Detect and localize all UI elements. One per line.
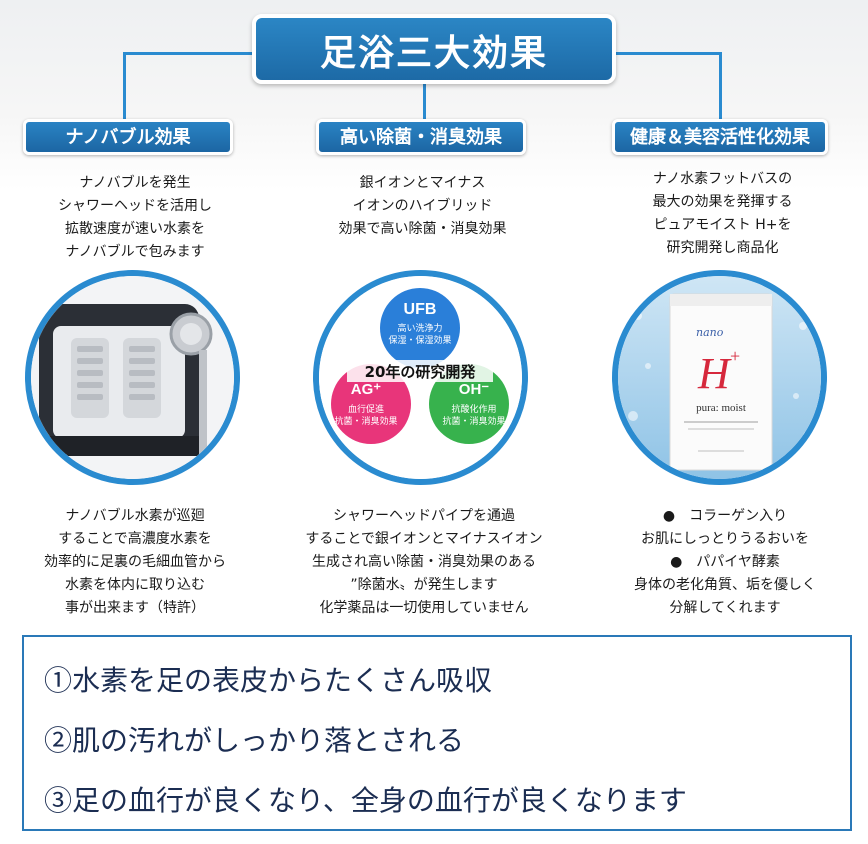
desc-top-health-beauty: ナノ水素フットバスの 最大の効果を発揮する ピュアモイスト H+を 研究開発し商… [652, 171, 793, 256]
page-title: 足浴三大効果 [252, 14, 616, 84]
desc-top-sterilization: 銀イオンとマイナス イオンのハイブリッド 効果で高い除菌・消臭効果 [338, 175, 507, 237]
summary-box: ①水素を足の表皮からたくさん吸収 ②肌の汚れがしっかり落とされる ③足の血行が良… [22, 635, 852, 831]
ufb-title: UFB [404, 301, 437, 318]
ag-title: AG⁺ [351, 381, 382, 398]
desc-bottom-health-beauty: ● コラーゲン入り お肌にしっとりうるおいを ● パパイヤ酵素 身体の老化角質、… [634, 508, 816, 616]
ag-circle [331, 364, 411, 444]
desc-bottom-nanobubble: ナノバブル水素が巡廻 することで高濃度水素を 効率的に足裏の毛細血管から 水素を… [44, 508, 226, 616]
product-brand: nano [696, 326, 724, 339]
oh-title: OH⁻ [459, 381, 490, 398]
connector-right-horizontal [614, 52, 722, 55]
connector-right-vertical [719, 52, 722, 120]
product-pouch-image: nano H + pura: moist [612, 270, 827, 485]
summary-item-2: ②肌の汚れがしっかり落とされる [44, 724, 465, 757]
product-mark-sup: + [730, 346, 740, 366]
diagram-center-label: 20年の研究開発 [365, 363, 477, 381]
oh-line1: 抗酸化作用 [451, 403, 496, 415]
summary-item-1: ①水素を足の表皮からたくさん吸収 [44, 664, 493, 697]
tag-nanobubble: ナノバブル効果 [23, 119, 233, 155]
ufb-line2: 保湿・保湿効果 [388, 334, 451, 346]
connector-center-vertical [423, 84, 426, 120]
ag-line2: 抗菌・消臭効果 [334, 415, 397, 427]
ufb-circle [380, 288, 460, 368]
oh-line2: 抗菌・消臭効果 [442, 415, 505, 427]
ufb-line1: 高い洗浄力 [397, 322, 442, 334]
desc-top-nanobubble: ナノバブルを発生 シャワーヘッドを活用し 拡散速度が速い水素を ナノバブルで包み… [58, 175, 212, 260]
oh-circle [429, 364, 509, 444]
footbath-device-image [25, 270, 240, 485]
product-name: pura: moist [696, 402, 746, 414]
ag-line1: 血行促進 [348, 403, 384, 415]
tag-sterilization: 高い除菌・消臭効果 [316, 119, 526, 155]
product-mark: H [697, 349, 732, 398]
tag-health-beauty: 健康＆美容活性化効果 [612, 119, 828, 155]
connector-left-horizontal [123, 52, 255, 55]
summary-item-3: ③足の血行が良くなり、全身の血行が良くなります [44, 784, 687, 817]
connector-left-vertical [123, 52, 126, 120]
research-venn-diagram: UFB 高い洗浄力 保湿・保湿効果 AG⁺ 血行促進 抗菌・消臭効果 OH⁻ 抗… [313, 270, 528, 485]
desc-bottom-sterilization: シャワーヘッドパイプを通過 することで銀イオンとマイナスイオン 生成され高い除菌… [305, 508, 543, 616]
